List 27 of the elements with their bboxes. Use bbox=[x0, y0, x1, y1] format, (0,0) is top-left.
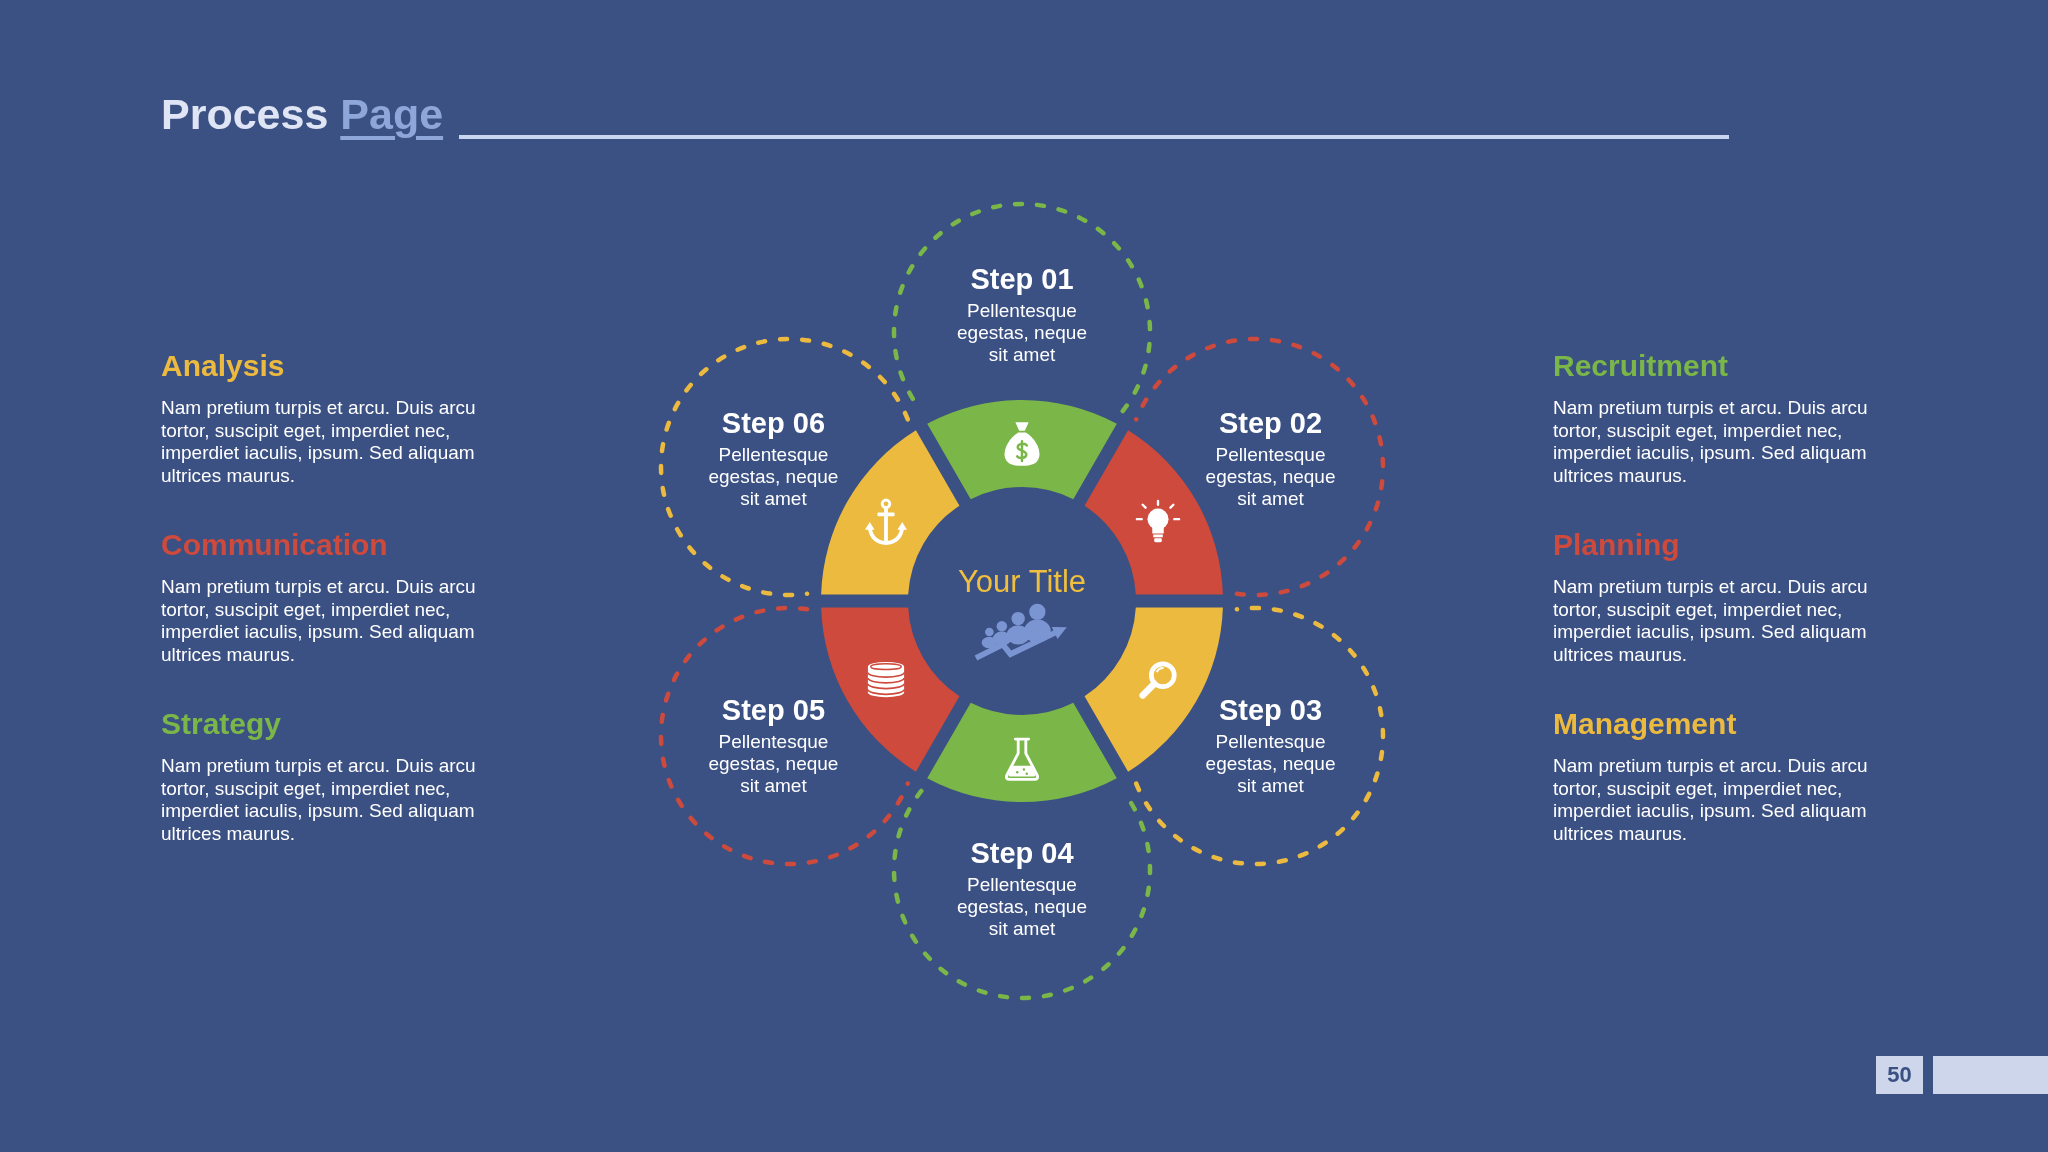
section-heading: Strategy bbox=[161, 706, 282, 742]
center-title: Your Title bbox=[957, 564, 1087, 600]
page-title: Process Page bbox=[161, 89, 444, 140]
section-heading: Recruitment bbox=[1553, 348, 1729, 384]
step-text: Pellentesque egestas, neque sit amet bbox=[956, 874, 1088, 940]
step-text: Pellentesque egestas, neque sit amet bbox=[707, 730, 840, 797]
section-text: Nam pretium turpis et arcu. Duis arcu tortor, suscipit eget, imperdiet nec, imperdiet iaculis, ipsum. Sed aliquam ultrices maurus. bbox=[1553, 576, 1869, 667]
section-text: Nam pretium turpis et arcu. Duis arcu tortor, suscipit eget, imperdiet nec, imperdiet iaculis, ipsum. Sed aliquam ultrices maurus. bbox=[1553, 755, 1869, 846]
section-heading: Planning bbox=[1553, 527, 1680, 563]
section-text: Nam pretium turpis et arcu. Duis arcu tortor, suscipit eget, imperdiet nec, imperdiet iaculis, ipsum. Sed aliquam ultrices maurus. bbox=[161, 576, 477, 667]
step-title: Step 02 bbox=[1218, 405, 1323, 440]
step-text: Pellentesque egestas, neque sit amet bbox=[707, 443, 840, 510]
section-heading: Analysis bbox=[161, 348, 285, 384]
step-text: Pellentesque egestas, neque sit amet bbox=[1204, 443, 1337, 510]
step-title: Step 01 bbox=[970, 262, 1074, 296]
page-number: 50 bbox=[1876, 1056, 1923, 1094]
step-title: Step 05 bbox=[721, 692, 825, 727]
section-text: Nam pretium turpis et arcu. Duis arcu tortor, suscipit eget, imperdiet nec, imperdiet iaculis, ipsum. Sed aliquam ultrices maurus. bbox=[161, 755, 477, 846]
step-title: Step 06 bbox=[721, 405, 825, 440]
section-text: Nam pretium turpis et arcu. Duis arcu tortor, suscipit eget, imperdiet nec, imperdiet iaculis, ipsum. Sed aliquam ultrices maurus. bbox=[161, 397, 477, 488]
step-text: Pellentesque egestas, neque sit amet bbox=[956, 300, 1088, 366]
step-title: Step 03 bbox=[1218, 692, 1323, 727]
step-text: Pellentesque egestas, neque sit amet bbox=[1204, 730, 1337, 797]
section-text: Nam pretium turpis et arcu. Duis arcu tortor, suscipit eget, imperdiet nec, imperdiet iaculis, ipsum. Sed aliquam ultrices maurus. bbox=[1553, 397, 1869, 488]
section-heading: Communication bbox=[161, 527, 388, 563]
section-heading: Management bbox=[1553, 706, 1737, 742]
step-title: Step 04 bbox=[970, 836, 1074, 870]
